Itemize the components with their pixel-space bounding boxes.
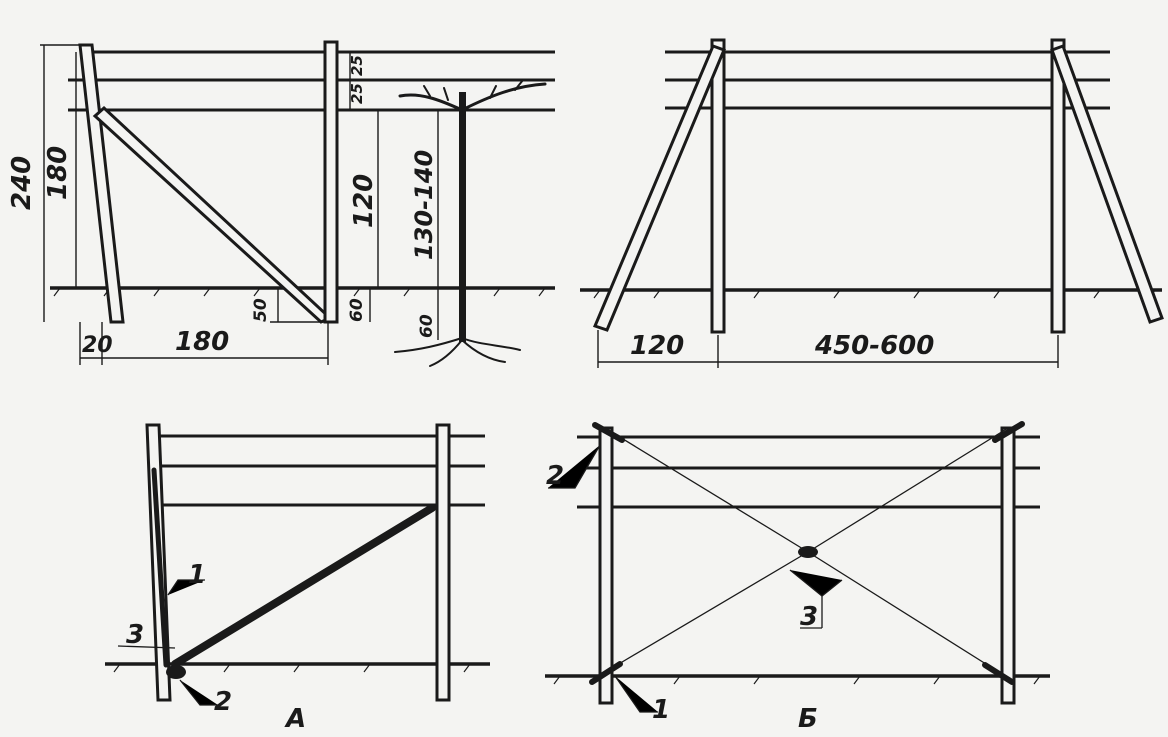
dim-120-horizontal: 120 <box>630 331 684 361</box>
ground-hatch <box>553 675 1041 685</box>
callout-line-1 <box>167 579 205 596</box>
dim-450-600: 450-600 <box>814 331 934 361</box>
panel-caption-a: А <box>284 704 306 734</box>
dim-20: 20 <box>82 333 113 358</box>
dim-50: 50 <box>251 298 271 322</box>
anchor-2 <box>166 665 186 679</box>
panel-caption-b: Б <box>798 704 818 734</box>
vine-shoots <box>423 79 524 101</box>
intermediate-post <box>323 40 339 324</box>
callout-line-1 <box>614 675 658 713</box>
callout-3: 3 <box>126 620 144 650</box>
cross-wire-lower-right <box>807 551 1006 677</box>
anchor-bottom-right <box>982 662 1015 685</box>
vine-arm-left <box>398 93 464 112</box>
callout-1: 1 <box>188 560 206 590</box>
callout-3: 3 <box>800 602 818 632</box>
brace-wire-1 <box>151 467 169 668</box>
end-post-left <box>598 426 614 705</box>
dim-130-140: 130-140 <box>410 150 438 260</box>
panel-bottom-left: 1 2 3 А <box>105 423 490 734</box>
cross-wire-upper-right <box>807 427 1009 553</box>
vine-plant <box>394 79 547 367</box>
callout-2: 2 <box>214 687 232 717</box>
diagonal-brace <box>171 504 436 668</box>
dimension-lines <box>597 330 1059 368</box>
callout-line-2 <box>179 679 218 706</box>
cross-wire-upper-left <box>604 427 809 553</box>
dim-60-vine: 60 <box>417 314 437 338</box>
panel-bottom-right: 3 2 1 Б <box>545 421 1050 734</box>
callout-line-2 <box>548 444 601 489</box>
anchor-top-left <box>592 422 625 443</box>
anchor-top-right <box>992 421 1025 443</box>
cross-wire-lower-left <box>611 551 809 669</box>
dim-25-lower: 25 <box>348 83 366 104</box>
end-post-right <box>1000 426 1016 705</box>
tensioner-3 <box>798 546 818 558</box>
panel-top-left: 240 180 120 130-140 25 25 50 60 60 20 18… <box>7 40 555 367</box>
end-post-left <box>710 38 726 334</box>
diagonal-brace <box>92 105 333 324</box>
vine-roots <box>394 337 521 367</box>
dim-180-horizontal: 180 <box>175 327 229 357</box>
dim-25-upper: 25 <box>348 55 366 76</box>
vine-trunk <box>459 92 466 342</box>
callout-2: 2 <box>546 461 564 491</box>
ground-hatch <box>113 663 471 673</box>
dim-120: 120 <box>349 174 379 228</box>
strut-left <box>592 44 726 332</box>
callout-line-3 <box>117 645 176 649</box>
dimension-lines <box>40 44 439 365</box>
vine-arm-right <box>460 82 547 112</box>
end-post-right <box>1050 38 1066 334</box>
anchor-bottom-left <box>589 661 623 685</box>
callout-1: 1 <box>652 695 670 725</box>
strut-right <box>1050 44 1164 324</box>
intermediate-post <box>435 423 451 702</box>
dim-60-post: 60 <box>347 298 367 322</box>
dim-240: 240 <box>7 156 37 210</box>
end-post <box>78 43 125 324</box>
panel-top-right: 120 450-600 <box>580 38 1164 368</box>
dim-180-vertical: 180 <box>43 146 73 200</box>
callout-bracket-3 <box>789 569 843 597</box>
